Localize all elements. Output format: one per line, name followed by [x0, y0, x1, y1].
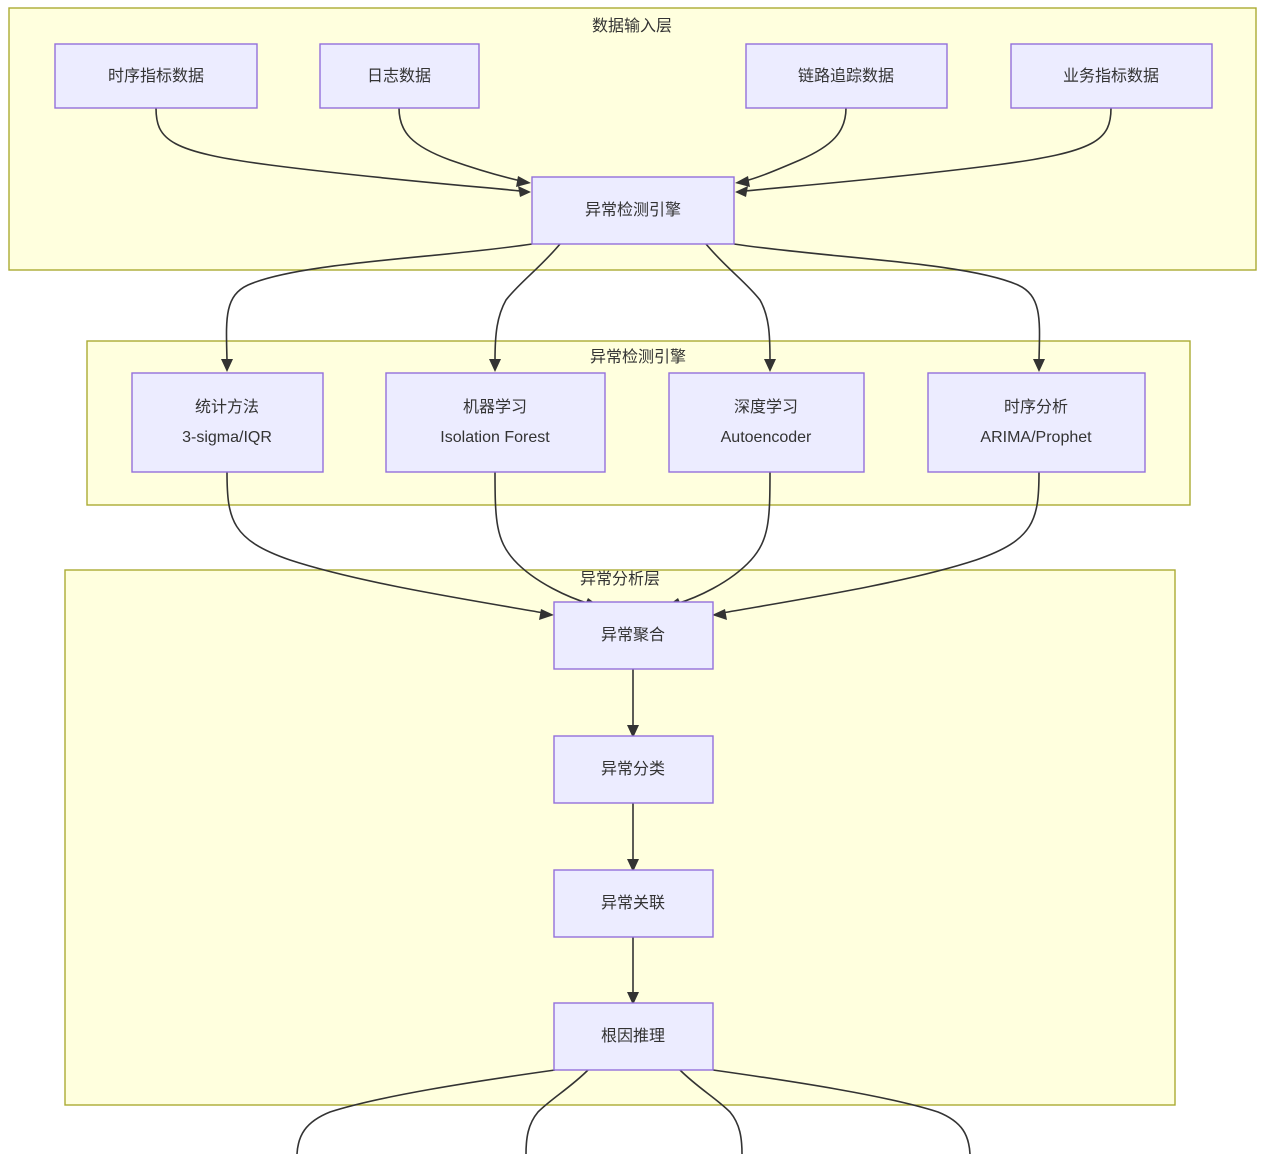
node-statistical-method[interactable]: 统计方法 3-sigma/IQR: [131, 372, 324, 473]
node-label-business-metric-data: 业务指标数据: [1063, 67, 1159, 85]
node-rect-root-cause-inference[interactable]: [553, 1002, 714, 1071]
node-label-statistical-method-line1: 统计方法: [195, 398, 259, 416]
cluster-title-data-input-layer: 数据输入层: [592, 17, 672, 35]
node-metric-data[interactable]: 时序指标数据: [54, 43, 258, 109]
node-rect-deep-learning[interactable]: [668, 372, 865, 473]
node-log-data[interactable]: 日志数据: [319, 43, 480, 109]
arrowhead-log-to-engine: [516, 176, 531, 187]
edge-engine-to-ml: [494, 243, 561, 361]
edge-dl-to-agg: [675, 471, 771, 605]
edge-ml-to-agg: [494, 471, 591, 605]
node-rect-anomaly-aggregation[interactable]: [553, 601, 714, 670]
arrowhead-engine-to-ts: [1033, 359, 1045, 372]
edge-root-to-offscreen-4: [712, 1069, 971, 1154]
arrowhead-biz-to-engine: [735, 186, 748, 197]
node-root-cause-inference[interactable]: 根因推理: [553, 1002, 714, 1071]
node-label-anomaly-aggregation: 异常聚合: [601, 626, 665, 644]
edge-engine-to-ts: [733, 243, 1041, 361]
node-rect-anomaly-classification[interactable]: [553, 735, 714, 804]
arrowhead-engine-to-dl: [764, 359, 776, 372]
node-label-deep-learning-line1: 深度学习: [734, 398, 798, 416]
edge-biz-to-engine: [744, 107, 1112, 192]
node-rect-detection-engine[interactable]: [531, 176, 735, 245]
edge-group-root-to-offscreen: [296, 1069, 971, 1154]
node-deep-learning[interactable]: 深度学习 Autoencoder: [668, 372, 865, 473]
arrowhead-engine-to-stat: [221, 359, 233, 372]
node-label-statistical-method-line2: 3-sigma/IQR: [182, 429, 272, 446]
node-label-anomaly-correlation: 异常关联: [601, 894, 665, 912]
edge-engine-to-dl: [705, 243, 771, 361]
node-rect-statistical-method[interactable]: [131, 372, 324, 473]
node-label-log-data: 日志数据: [367, 67, 431, 85]
arrowhead-ts-to-agg: [712, 609, 727, 620]
edge-metric-to-engine: [155, 107, 522, 192]
edge-root-to-offscreen-2: [525, 1069, 589, 1154]
edge-engine-to-stat: [225, 243, 533, 361]
cluster-title-detection-engine: 异常检测引擎: [590, 348, 686, 366]
node-rect-timeseries-analysis[interactable]: [927, 372, 1146, 473]
node-label-metric-data: 时序指标数据: [108, 67, 204, 85]
node-rect-log-data[interactable]: [319, 43, 480, 109]
node-rect-anomaly-correlation[interactable]: [553, 869, 714, 938]
edge-trace-to-engine: [744, 107, 847, 182]
node-rect-metric-data[interactable]: [54, 43, 258, 109]
edge-group-inputs-to-engine: [155, 107, 1112, 197]
node-rect-trace-data[interactable]: [745, 43, 948, 109]
edge-group-engine-to-methods: [221, 243, 1045, 372]
edge-ts-to-agg: [721, 471, 1040, 614]
arrowhead-engine-to-ml: [489, 359, 501, 372]
node-label-anomaly-classification: 异常分类: [601, 760, 665, 778]
edge-stat-to-agg: [226, 471, 545, 614]
node-label-detection-engine: 异常检测引擎: [585, 201, 681, 219]
node-trace-data[interactable]: 链路追踪数据: [745, 43, 948, 109]
arrowhead-trace-to-engine: [735, 176, 750, 187]
edge-root-to-offscreen-3: [679, 1069, 743, 1154]
node-timeseries-analysis[interactable]: 时序分析 ARIMA/Prophet: [927, 372, 1146, 473]
arrowhead-class-to-corr: [627, 859, 639, 872]
node-rect-business-metric-data[interactable]: [1010, 43, 1213, 109]
node-label-trace-data: 链路追踪数据: [798, 67, 894, 85]
node-label-root-cause-inference: 根因推理: [601, 1027, 665, 1045]
node-label-machine-learning-line1: 机器学习: [463, 398, 527, 416]
node-label-deep-learning-line2: Autoencoder: [721, 429, 812, 446]
edge-group-analysis-chain: [627, 669, 639, 1005]
arrowhead-agg-to-class: [627, 725, 639, 738]
node-label-machine-learning-line2: Isolation Forest: [440, 429, 550, 446]
node-detection-engine[interactable]: 异常检测引擎: [531, 176, 735, 245]
node-business-metric-data[interactable]: 业务指标数据: [1010, 43, 1213, 109]
node-label-timeseries-analysis-line2: ARIMA/Prophet: [980, 429, 1092, 446]
edge-log-to-engine: [398, 107, 522, 182]
cluster-title-analysis-layer: 异常分析层: [580, 570, 660, 588]
arrowhead-stat-to-agg: [539, 609, 554, 620]
arrowhead-corr-to-root: [627, 992, 639, 1005]
node-anomaly-aggregation[interactable]: 异常聚合: [553, 601, 714, 670]
node-anomaly-correlation[interactable]: 异常关联: [553, 869, 714, 938]
node-label-timeseries-analysis-line1: 时序分析: [1004, 398, 1068, 416]
node-rect-machine-learning[interactable]: [385, 372, 606, 473]
node-machine-learning[interactable]: 机器学习 Isolation Forest: [385, 372, 606, 473]
edge-root-to-offscreen-1: [296, 1069, 556, 1154]
node-anomaly-classification[interactable]: 异常分类: [553, 735, 714, 804]
arrowhead-metric-to-engine: [518, 186, 531, 197]
